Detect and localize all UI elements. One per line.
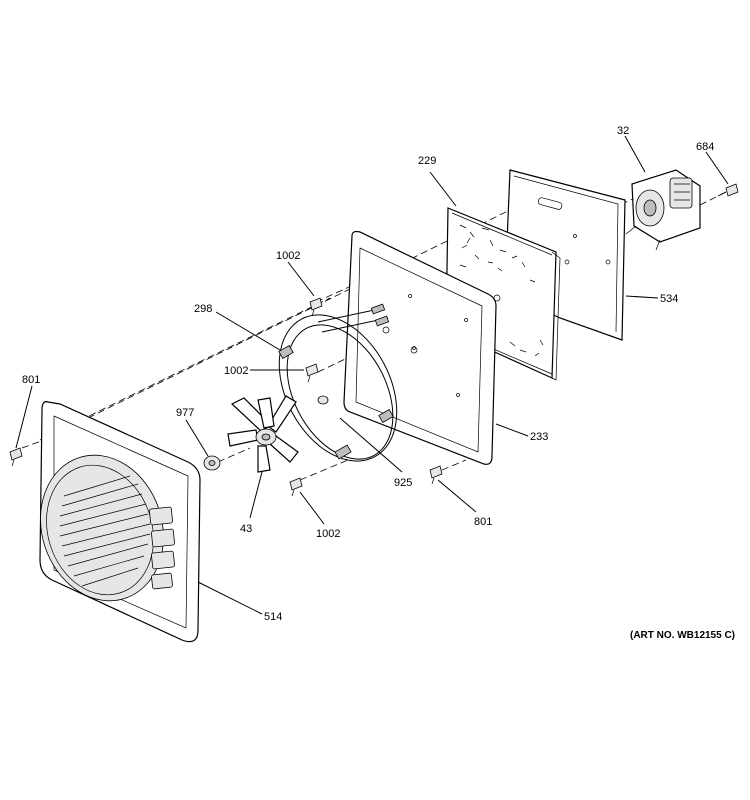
- label-part-925: 925: [394, 477, 412, 489]
- screw-1002-top: [309, 297, 323, 317]
- part-labels: 32 684 229 534 1002 298 1002 801 977 233…: [22, 125, 714, 623]
- label-part-233: 233: [530, 431, 548, 443]
- insulation-speckle: [459, 224, 544, 357]
- label-part-977: 977: [176, 407, 194, 419]
- leader-lines: [15, 135, 729, 615]
- label-part-1002-top: 1002: [276, 250, 300, 262]
- explosion-axis-lines: [21, 189, 731, 481]
- label-part-298: 298: [194, 303, 212, 315]
- screw-684: [717, 183, 739, 197]
- fan-hub-nut: [317, 395, 329, 405]
- fan-blade: [227, 395, 299, 473]
- convection-heating-element: [278, 303, 398, 462]
- screw-1002-bottom: [289, 477, 303, 497]
- label-part-32: 32: [617, 125, 629, 137]
- screw-801-left: [9, 447, 23, 467]
- label-part-801-right: 801: [474, 516, 492, 528]
- art-number: (ART NO. WB12155 C): [630, 630, 735, 641]
- screw-801-right: [429, 465, 443, 485]
- label-part-1002-bottom: 1002: [316, 528, 340, 540]
- label-part-684: 684: [696, 141, 714, 153]
- baffle-grille-slots: [59, 475, 151, 587]
- fan-spacer: [203, 455, 221, 471]
- oven-back-panel: [343, 230, 497, 465]
- label-part-229: 229: [418, 155, 436, 167]
- label-part-514: 514: [264, 611, 282, 623]
- convection-fan-motor: [625, 169, 701, 251]
- label-part-43: 43: [240, 523, 252, 535]
- convection-baffle-cover: [39, 401, 201, 643]
- label-part-534: 534: [660, 293, 678, 305]
- label-part-801-left: 801: [22, 374, 40, 386]
- label-part-1002-middle: 1002: [224, 365, 248, 377]
- screw-1002-middle: [305, 363, 319, 383]
